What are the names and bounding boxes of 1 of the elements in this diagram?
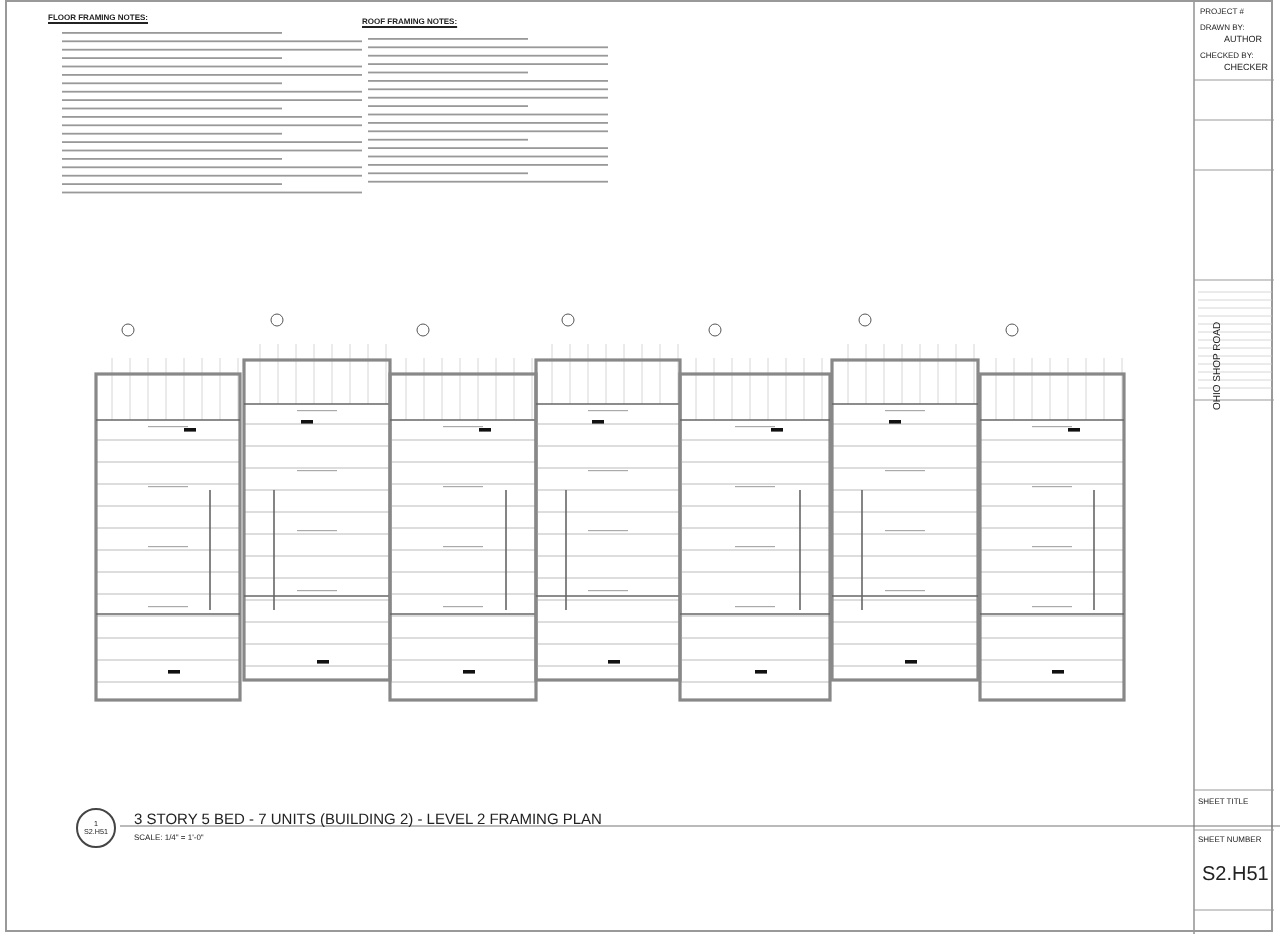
title-block-text: S2.H51 — [1202, 866, 1269, 886]
